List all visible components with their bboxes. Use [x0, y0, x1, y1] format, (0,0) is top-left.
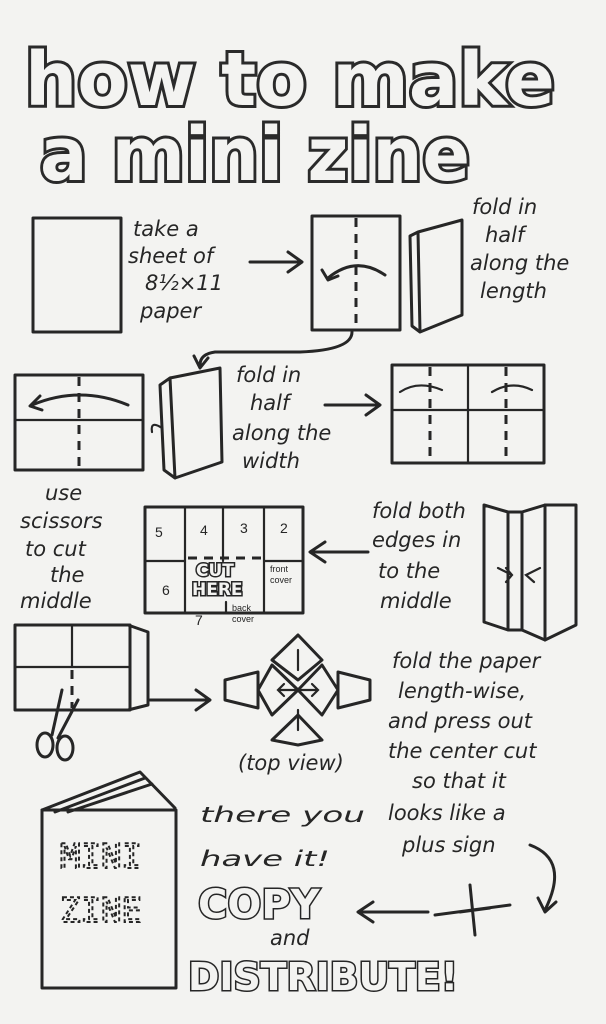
- curved-arrow-icon: [528, 843, 558, 914]
- copy-label: COPY: [198, 882, 321, 928]
- arrow-icon: [323, 393, 382, 417]
- svg-text:3: 3: [240, 520, 248, 536]
- svg-text:6: 6: [162, 582, 170, 598]
- arrow-icon: [248, 250, 304, 274]
- front-cover-label: front cover: [270, 564, 292, 585]
- svg-text:4: 4: [200, 522, 208, 538]
- distribute-label: DISTRIBUTE!: [188, 955, 458, 999]
- unfolded-creases-drawing: [390, 363, 546, 465]
- fold-width-drawing: [13, 366, 224, 480]
- arrow-icon: [356, 900, 430, 924]
- and-label: and: [270, 926, 310, 950]
- scissors-icon: [35, 688, 80, 762]
- cut-here-label: CUT HERE: [192, 561, 243, 600]
- blank-sheet-drawing: [31, 216, 123, 334]
- title-line-1: how to make: [25, 37, 555, 123]
- step1-text: take a sheet of 8½×11 paper: [128, 217, 230, 323]
- book-cover-title: MINI ZINE: [60, 837, 162, 931]
- svg-text:2: 2: [280, 520, 288, 536]
- plus-sign-top-view: [223, 633, 372, 747]
- fold-length-drawing: [310, 214, 464, 334]
- arrow-icon: [308, 540, 370, 564]
- step6-text: fold the paper length-wise, and press ou…: [388, 649, 547, 857]
- mini-zine-book-drawing: [40, 770, 178, 990]
- folded-plus-zine-drawing: [433, 883, 512, 937]
- svg-text:5: 5: [155, 524, 163, 540]
- curved-arrow-icon: [192, 330, 354, 370]
- step4-text: fold both edges in to the middle: [372, 499, 473, 613]
- top-view-label: (top view): [238, 751, 344, 775]
- cut-sheet-drawing: [13, 623, 150, 712]
- edges-folded-drawing: [482, 503, 578, 642]
- step2-text: fold in half along the length: [470, 195, 576, 303]
- finale-text: there you have it!: [200, 803, 372, 871]
- step5-text: use scissors to cut the middle: [20, 481, 109, 613]
- step3-text: fold in half along the width: [232, 363, 338, 473]
- back-cover-label: back cover: [232, 603, 254, 624]
- page-numbers: 5 4 3 2 6 7: [155, 520, 288, 628]
- svg-text:7: 7: [195, 612, 203, 628]
- arrow-icon: [148, 688, 212, 712]
- title-line-2: a mini zine: [40, 112, 470, 198]
- page-layout-sheet: [143, 505, 305, 615]
